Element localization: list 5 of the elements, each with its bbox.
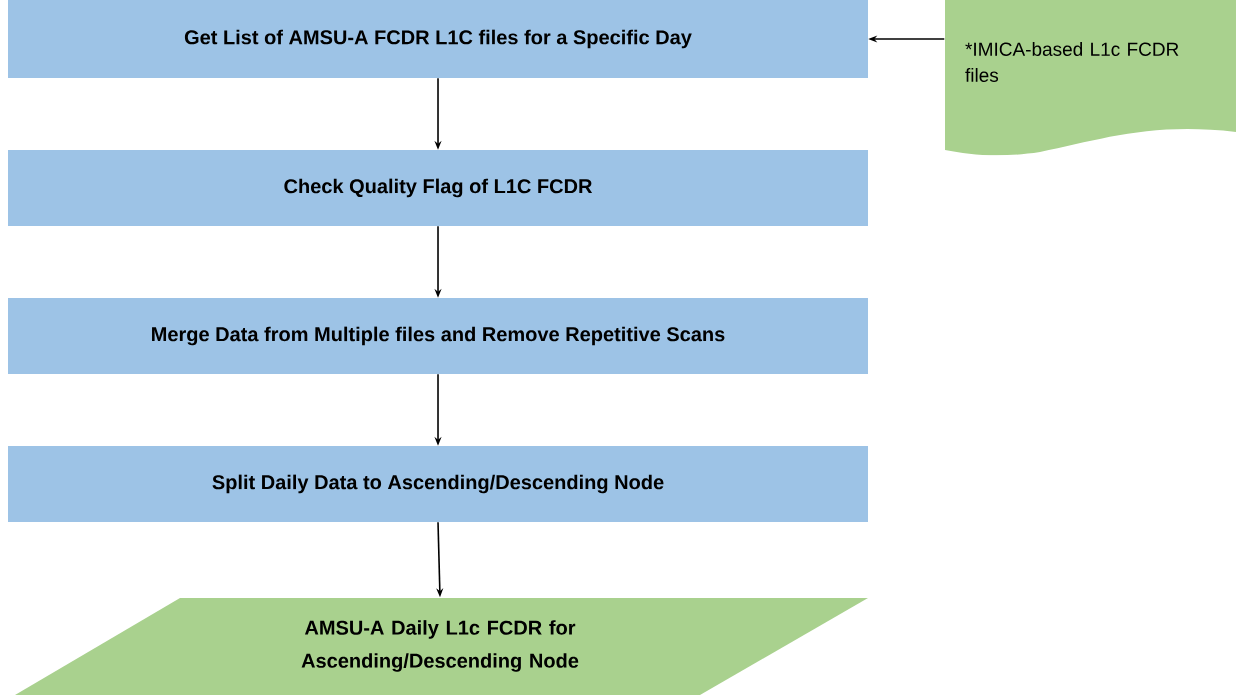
process-box: Split Daily Data to Ascending/Descending Node	[8, 446, 868, 522]
process-box: Check Quality Flag of L1C FCDR	[8, 150, 868, 226]
process-box: Get List of AMSU-A FCDR L1C files for a Specific Day	[8, 0, 868, 78]
data-parallelogram: AMSU-A Daily L1c FCDR for Ascending/Descending Node	[15, 598, 868, 695]
process-box: Merge Data from Multiple files and Remove Repetitive Scans	[8, 298, 868, 374]
